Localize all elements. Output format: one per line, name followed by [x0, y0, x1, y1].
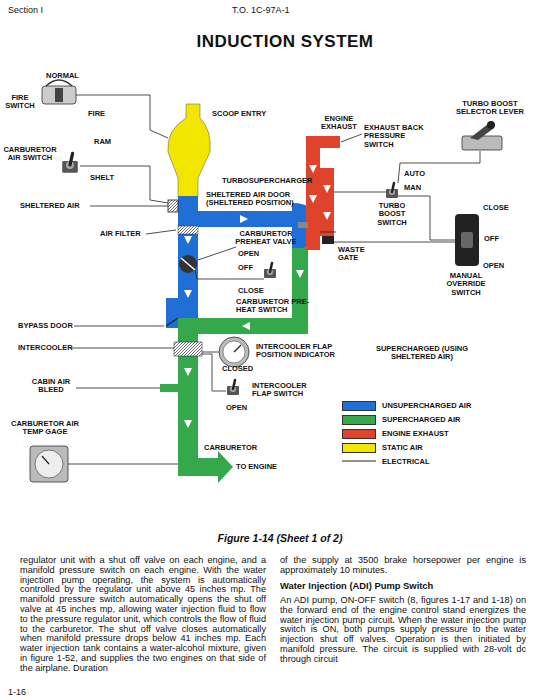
part-label: CLOSE	[238, 287, 264, 295]
flow-arrows	[184, 165, 331, 428]
legend-swatch	[342, 429, 376, 439]
intercooler-flap-switch	[227, 380, 239, 395]
part-label: SHELTERED AIR DOOR (SHELTERED POSITION)	[206, 191, 304, 208]
legend-swatch	[342, 443, 376, 453]
part-label: CARBURETOR AIR TEMP GAGE	[6, 420, 84, 437]
part-label: ENGINE EXHAUST	[318, 115, 360, 132]
part-label: TO ENGINE	[236, 463, 277, 471]
legend-text: ENGINE EXHAUST	[382, 430, 449, 438]
legend-swatch	[342, 401, 376, 411]
part-label: CARBURETOR AIR SWITCH	[2, 146, 58, 163]
part-label: CARBURETOR	[204, 444, 257, 452]
part-label: BYPASS DOOR	[18, 322, 73, 330]
exhaust-duct	[306, 136, 340, 250]
part-label: INTERCOOLER FLAP SWITCH	[252, 382, 324, 399]
part-label: CLOSED	[222, 365, 253, 373]
preheat-valve	[179, 255, 197, 273]
part-label: TURBO BOOST SELECTOR LEVER	[452, 100, 528, 117]
body-text: An ADI pump, ON-OFF switch (8, figures 1…	[280, 596, 526, 665]
figure-caption: Figure 1-14 (Sheet 1 of 2)	[150, 533, 410, 545]
part-label: TURBOSUPERCHARGER	[222, 177, 312, 185]
part-label: FIRE	[88, 110, 105, 118]
carburetor-air-temp-gage	[30, 446, 68, 482]
section-heading: Water Injection (ADI) Pump Switch	[280, 581, 433, 591]
part-label: OPEN	[483, 262, 504, 270]
part-label: INTERCOOLER FLAP POSITION INDICATOR	[256, 343, 352, 360]
legend-text: ELECTRICAL	[382, 458, 430, 466]
part-label: EXHAUST BACK PRESSURE SWITCH	[364, 124, 436, 149]
page-header: T.O. 1C-97A-1	[232, 6, 290, 16]
bypass-door	[166, 318, 178, 326]
part-label: RAM	[94, 138, 111, 146]
part-label: AUTO	[404, 170, 425, 178]
part-label: CLOSE	[483, 204, 509, 212]
air-filter	[178, 226, 198, 234]
part-label: CARBURETOR PREHEAT VALVE	[226, 230, 306, 247]
part-label: FIRE SWITCH	[2, 94, 38, 111]
legend-text: SUPERCHARGED AIR	[382, 416, 460, 424]
waste-gate	[322, 236, 334, 244]
scoop	[168, 104, 210, 197]
part-label: MAN	[404, 184, 421, 192]
part-label: TURBO BOOST SWITCH	[370, 202, 414, 227]
page-header: 1-16	[8, 688, 26, 698]
flap-position-indicator	[219, 337, 249, 367]
figure-title: INDUCTION SYSTEM	[170, 33, 400, 52]
part-label: MANUAL OVERRIDE SWITCH	[432, 272, 500, 297]
electrical-wire	[68, 95, 480, 464]
legend-swatch	[342, 415, 376, 425]
part-label: AIR FILTER	[100, 230, 141, 238]
intercooler	[174, 342, 202, 356]
sheltered-air-door	[168, 200, 178, 212]
page-header: Section I	[8, 6, 43, 16]
fire-switch	[42, 80, 76, 104]
legend-text: STATIC AIR	[382, 444, 423, 452]
part-label: OPEN	[226, 404, 247, 412]
selector-lever	[462, 121, 502, 150]
electrical-legend-sample	[342, 461, 376, 462]
turbo-boost-switch	[386, 183, 398, 198]
supercharged-duct	[160, 248, 308, 483]
part-label: OFF	[484, 235, 499, 243]
part-label: INTERCOOLER	[18, 344, 73, 352]
part-label: SUPERCHARGED (USING SHELTERED AIR)	[372, 345, 472, 362]
part-label: OFF	[238, 264, 253, 272]
carburetor-air-switch	[62, 153, 78, 173]
legend-text: UNSUPERCHARGED AIR	[382, 402, 471, 410]
part-label: WASTE GATE	[338, 246, 370, 263]
body-text: regulator unit with a shut off valve on …	[20, 556, 266, 674]
part-label: OPEN	[238, 250, 259, 258]
turbo-shaft	[298, 222, 308, 228]
part-label: SCOOP ENTRY	[212, 110, 266, 118]
preheat-switch	[264, 263, 276, 278]
part-label: NORMAL	[46, 72, 79, 80]
part-label: CABIN AIR BLEED	[28, 378, 74, 395]
body-text: of the supply at 3500 brake horsepower p…	[280, 556, 526, 576]
manual-override-switch	[455, 214, 479, 266]
part-label: CARBURETOR PRE-HEAT SWITCH	[236, 298, 316, 315]
part-label: SHELTERED AIR	[20, 202, 80, 210]
part-label: SHELT	[90, 174, 114, 182]
